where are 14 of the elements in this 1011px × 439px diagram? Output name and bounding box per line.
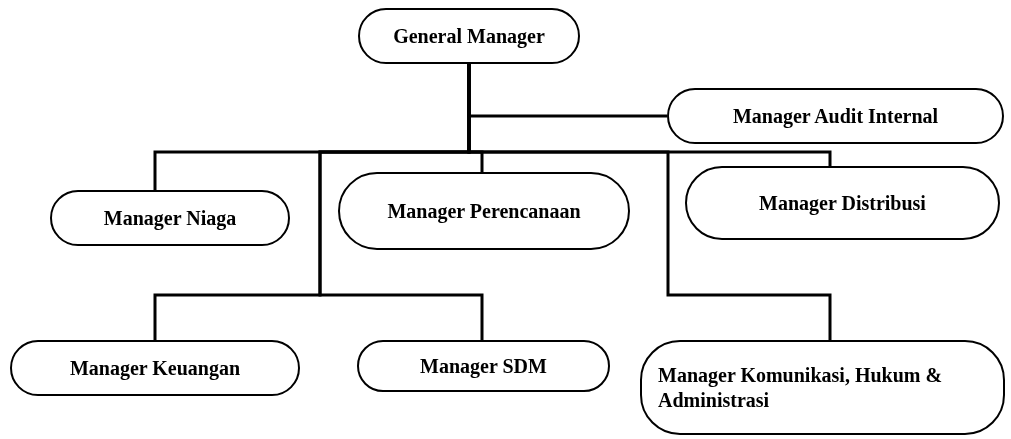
role-title: Manager Distribusi	[759, 190, 926, 216]
role-title: Manager Keuangan	[69, 355, 241, 381]
role-title: Manager Perencanaan	[387, 198, 581, 224]
rounded-role-box	[10, 340, 300, 396]
role-title: General Manager	[393, 23, 545, 49]
rounded-role-box	[50, 190, 290, 246]
role-title: Manager Niaga	[103, 205, 237, 231]
role-title: Manager Komunikasi, Hukum & Administrasi	[658, 362, 944, 413]
rounded-role-box	[640, 340, 1005, 435]
rounded-role-box	[357, 340, 610, 392]
rounded-role-box	[667, 88, 1004, 144]
role-title: Manager Audit Internal	[732, 103, 939, 129]
rounded-role-box	[358, 8, 580, 64]
role-title: Manager SDM	[420, 353, 547, 379]
